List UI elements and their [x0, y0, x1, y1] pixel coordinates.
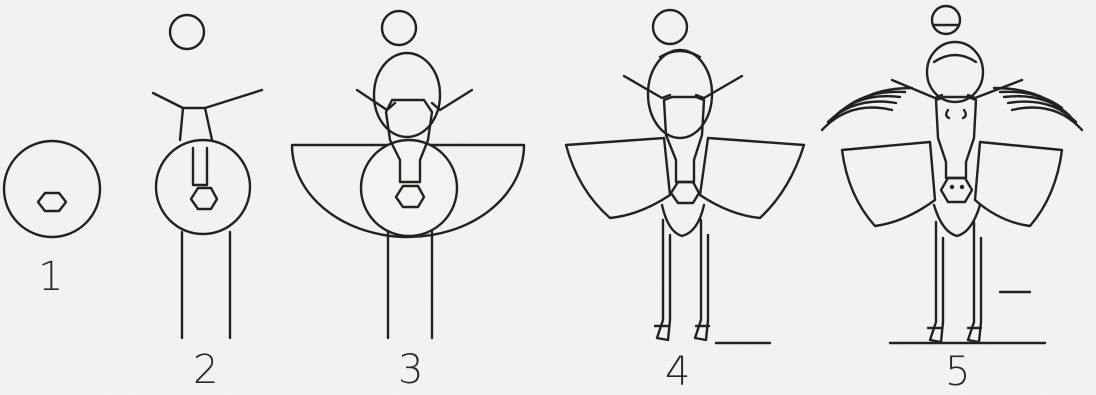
step-5-right-nostril	[960, 185, 964, 189]
step-5-left-nostril	[950, 185, 954, 189]
step-label-1: 1	[38, 254, 63, 300]
step-label-4: 4	[665, 349, 690, 395]
step-label-2: 2	[193, 347, 218, 393]
step-label-3: 3	[398, 347, 423, 393]
step-3-body-circle	[361, 140, 457, 236]
step-label-5: 5	[945, 349, 970, 395]
